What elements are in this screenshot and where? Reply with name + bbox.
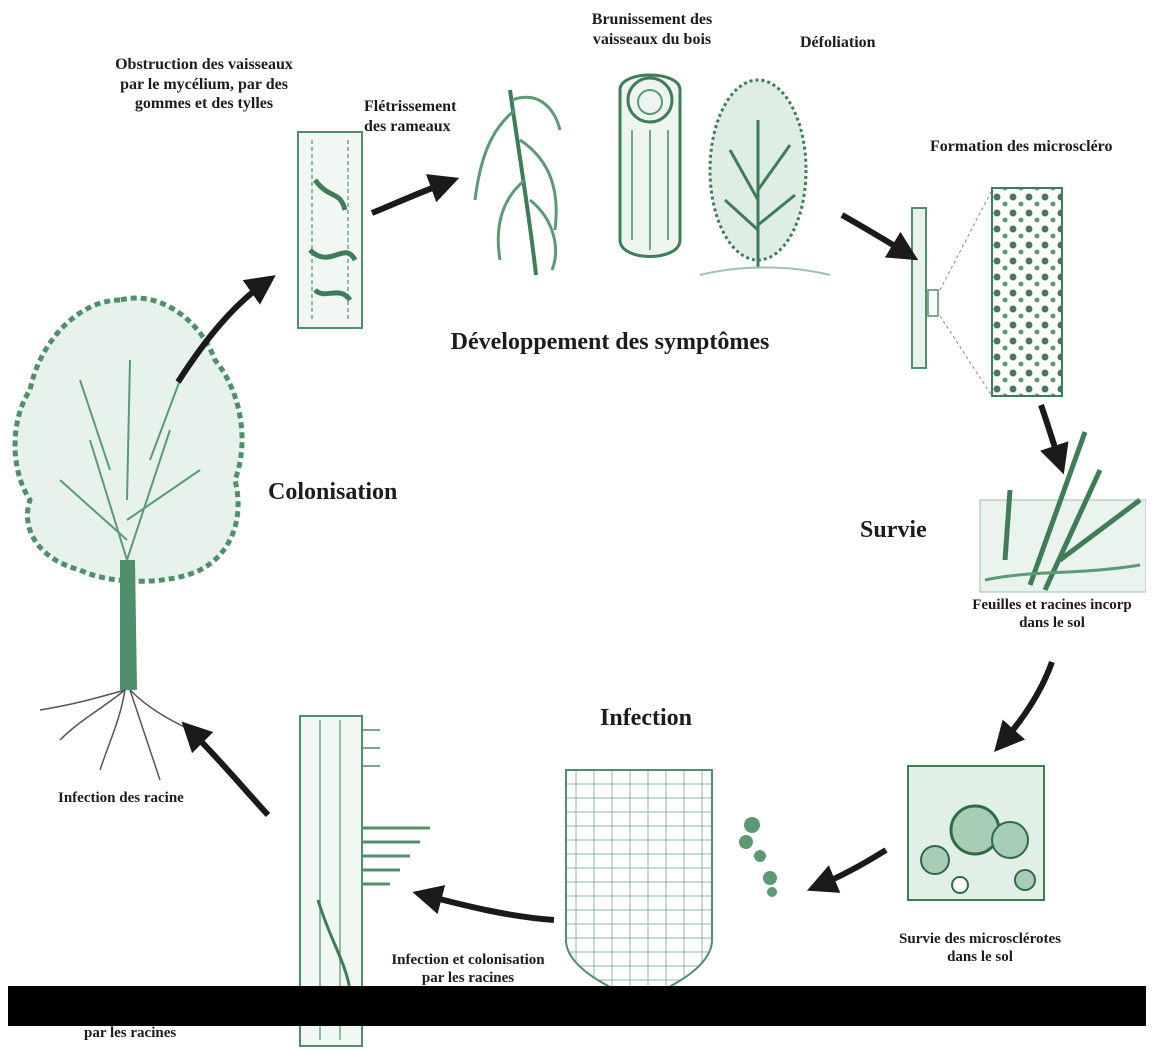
arrow-fletrissement xyxy=(372,182,448,213)
infection-colonisation-text: Infection et colonisation par les racine… xyxy=(391,952,544,986)
survie-micro-text: Survie des microsclérotes dans le sol xyxy=(899,931,1061,965)
redaction-bar xyxy=(8,986,1152,1026)
defoliation-label: Défoliation xyxy=(800,33,900,53)
brunissement-text: Brunissement des vaisseaux du bois xyxy=(592,11,712,48)
infection-text: Infection xyxy=(600,705,692,731)
survie-text: Survie xyxy=(860,517,927,543)
defoliation-text: Défoliation xyxy=(800,34,876,51)
arrow-colonisation-racine xyxy=(424,895,554,920)
microsclerotia-soil-illustration xyxy=(908,766,1044,900)
infected-tree-illustration xyxy=(15,298,242,780)
arrow-survie xyxy=(1002,662,1052,743)
brunissement-label: Brunissement des vaisseaux du bois xyxy=(572,10,732,49)
infection-racine-label: Infection des racine xyxy=(58,789,238,807)
infection-colonisation-label: Infection et colonisation par les racine… xyxy=(368,951,568,988)
formation-text: Formation des microscléro xyxy=(930,138,1112,155)
vessel-obstruction-illustration xyxy=(298,132,362,328)
infection-label: Infection xyxy=(600,704,720,733)
par-les-racines-label: par les racines xyxy=(84,1024,204,1048)
obstruction-text: Obstruction des vaisseaux par le mycéliu… xyxy=(115,56,293,112)
par-les-racines-text: par les racines xyxy=(84,1025,176,1041)
browned-wood-illustration xyxy=(620,75,680,257)
developpement-label: Développement des symptômes xyxy=(440,328,780,357)
fletrissement-text: Flétrissement des rameaux xyxy=(364,98,456,135)
colonisation-label: Colonisation xyxy=(268,478,418,507)
arrow-infection xyxy=(818,850,886,886)
spore-cluster-illustration xyxy=(739,817,777,897)
wilted-branch-illustration xyxy=(475,90,560,275)
defoliated-tree-illustration xyxy=(700,80,830,275)
plant-debris-illustration xyxy=(980,432,1146,592)
colonisation-text: Colonisation xyxy=(268,479,397,505)
fletrissement-label: Flétrissement des rameaux xyxy=(364,97,484,136)
feuilles-label: Feuilles et racines incorp dans le sol xyxy=(958,596,1146,633)
survie-micro-label: Survie des microsclérotes dans le sol xyxy=(880,930,1080,967)
formation-label: Formation des microscléro xyxy=(930,137,1146,157)
feuilles-text: Feuilles et racines incorp dans le sol xyxy=(972,597,1132,631)
arrow-formation xyxy=(1041,405,1060,463)
survie-label: Survie xyxy=(860,516,940,545)
root-tip-illustration xyxy=(566,770,712,1000)
infection-racine-text: Infection des racine xyxy=(58,790,184,806)
right-edge-mask xyxy=(1146,0,1160,1050)
developpement-text: Développement des symptômes xyxy=(451,329,770,355)
obstruction-label: Obstruction des vaisseaux par le mycéliu… xyxy=(94,55,314,114)
microsclerotia-formation-illustration xyxy=(912,188,1062,396)
arrow-defoliation xyxy=(842,215,908,254)
